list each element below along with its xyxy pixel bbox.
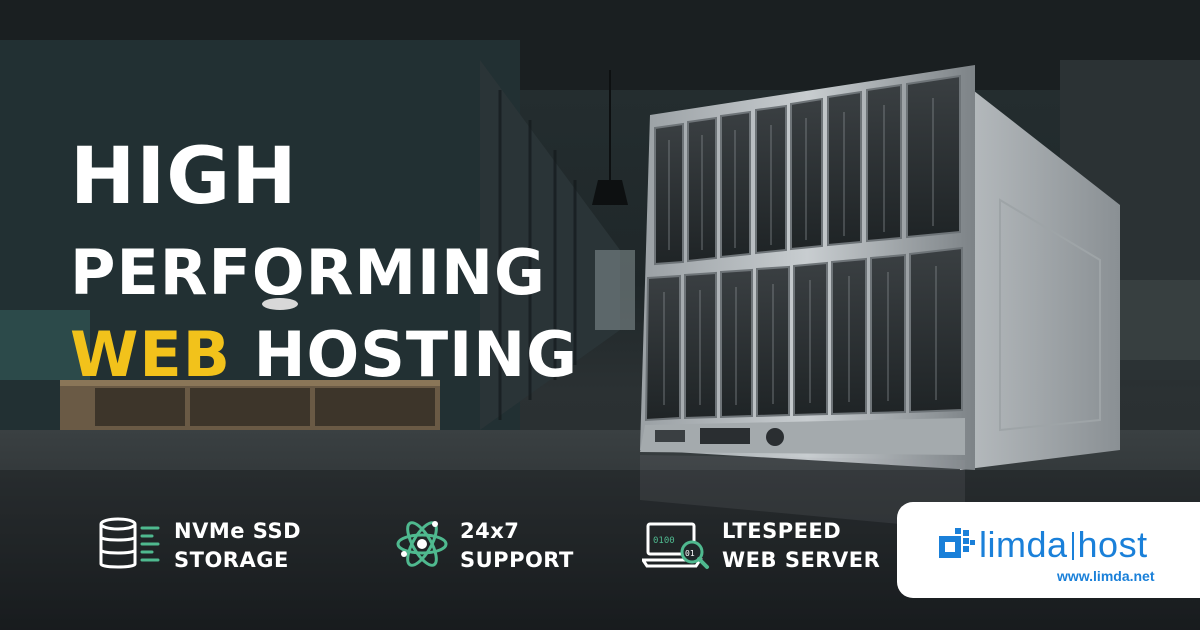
headline-accent-word: WEB	[70, 318, 231, 391]
brand-divider	[1071, 532, 1074, 560]
brand-name-right: host	[1077, 524, 1148, 565]
headline-line-3: WEB HOSTING	[70, 324, 578, 386]
feature-line-1: LTESPEED	[722, 519, 842, 543]
laptop-binary-icon: 0100 01	[640, 516, 710, 576]
atom-support-icon	[396, 516, 448, 576]
feature-line-2: WEB SERVER	[722, 548, 881, 572]
feature-web-server: 0100 01 LTESPEED WEB SERVER	[640, 516, 880, 576]
feature-text: 24x7 SUPPORT	[460, 517, 574, 575]
svg-text:01: 01	[685, 549, 695, 558]
headline-line-2: PERFORMING	[70, 236, 546, 309]
feature-line-1: 24x7	[460, 519, 520, 543]
pixel-logo-icon	[939, 528, 975, 564]
feature-line-2: SUPPORT	[460, 548, 574, 572]
headline-rest: HOSTING	[253, 318, 578, 391]
brand-name-left: limda	[979, 524, 1068, 565]
feature-text: NVMe SSD STORAGE	[174, 517, 301, 575]
brand-url: www.limda.net	[1057, 568, 1155, 584]
headline: HIGH PERFORMING WEB HOSTING	[70, 138, 578, 386]
svg-text:0100: 0100	[653, 536, 675, 546]
feature-nvme-storage: NVMe SSD STORAGE	[98, 516, 301, 576]
feature-support: 24x7 SUPPORT	[396, 516, 574, 576]
feature-line-1: NVMe SSD	[174, 519, 302, 543]
feature-text: LTESPEED WEB SERVER	[722, 517, 880, 575]
headline-line-1: HIGH	[70, 132, 298, 222]
database-icon	[98, 516, 162, 576]
feature-line-2: STORAGE	[174, 548, 289, 572]
